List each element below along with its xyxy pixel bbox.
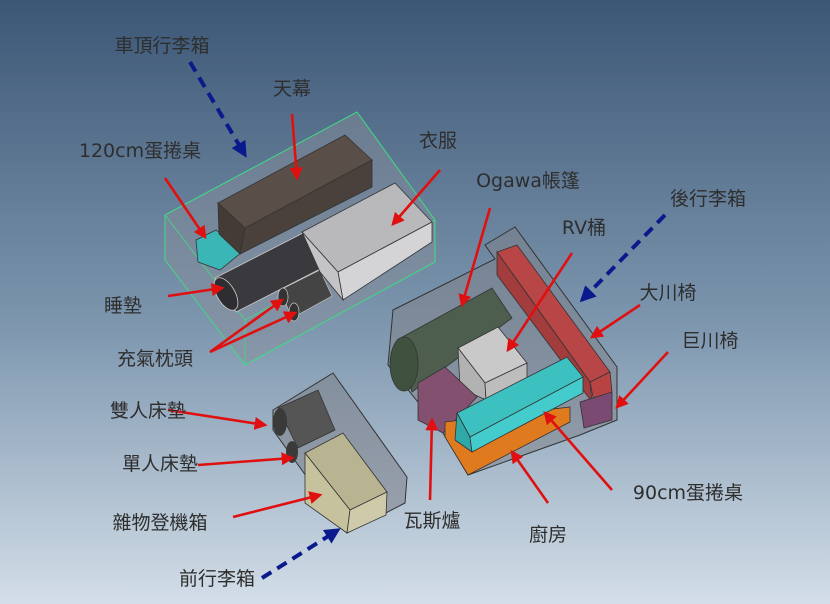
table-90-block	[454, 356, 584, 453]
carry-on-block	[304, 432, 388, 534]
arrow-pillow-1	[209, 298, 285, 354]
awning-block	[217, 134, 373, 255]
label-kitchen: 廚房	[529, 523, 567, 546]
arrow-rv	[506, 252, 574, 353]
label-front-trunk: 前行李箱	[179, 568, 255, 590]
arrow-table-90	[543, 411, 613, 491]
arrow-awning	[289, 113, 303, 181]
arrow-gas-stove	[425, 417, 439, 501]
label-table-90: 90cm蛋捲桌	[633, 482, 743, 504]
kyokawa-chair-block	[579, 391, 613, 429]
arrow-rear-trunk	[579, 213, 667, 303]
label-clothes: 衣服	[419, 130, 457, 152]
arrow-clothes	[391, 169, 441, 226]
arrow-double-mattress	[167, 408, 268, 430]
ogawa-tent-roll	[389, 287, 513, 393]
arrow-carry-on	[232, 491, 323, 519]
arrow-front-trunk	[260, 528, 341, 580]
arrow-pillow-2	[209, 311, 298, 354]
arrow-okawa	[589, 303, 641, 339]
callout-arrows	[163, 113, 669, 519]
arrow-roof-box	[188, 60, 247, 158]
clothes-block	[301, 182, 433, 302]
label-single-mattress: 單人床墊	[122, 453, 198, 475]
direction-arrows	[188, 60, 667, 580]
front-trunk-model	[272, 372, 408, 534]
arrow-ogawa	[458, 207, 492, 308]
table-120-block	[195, 229, 243, 271]
label-roof-box: 車頂行李箱	[114, 35, 209, 57]
arrow-table-120	[163, 177, 207, 240]
label-sleeping-pad: 睡墊	[104, 295, 142, 317]
label-kyokawa-chair: 巨川椅	[681, 330, 738, 352]
label-rear-trunk: 後行李箱	[670, 188, 746, 210]
mattress-rolls	[273, 389, 336, 463]
label-rv-bucket: RV桶	[562, 217, 606, 239]
label-pillows: 充氣枕頭	[117, 348, 193, 370]
arrow-kitchen	[510, 449, 550, 504]
label-ogawa-tent: Ogawa帳篷	[476, 170, 580, 192]
label-awning: 天幕	[273, 78, 311, 100]
arrow-single-mattress	[197, 452, 295, 467]
arrow-sleeping-pad	[167, 283, 225, 298]
label-gas-stove: 瓦斯爐	[403, 510, 460, 532]
labels: 車頂行李箱 天幕 120cm蛋捲桌 衣服 Ogawa帳篷 後行李箱 RV桶 大川…	[79, 35, 746, 590]
label-table-120: 120cm蛋捲桌	[79, 140, 201, 162]
label-double-mattress: 雙人床墊	[110, 400, 186, 422]
rear-trunk-model	[387, 226, 618, 476]
label-carry-on: 雜物登機箱	[112, 512, 207, 534]
arrow-kyokawa	[615, 351, 669, 409]
label-okawa-chair: 大川椅	[639, 282, 696, 304]
